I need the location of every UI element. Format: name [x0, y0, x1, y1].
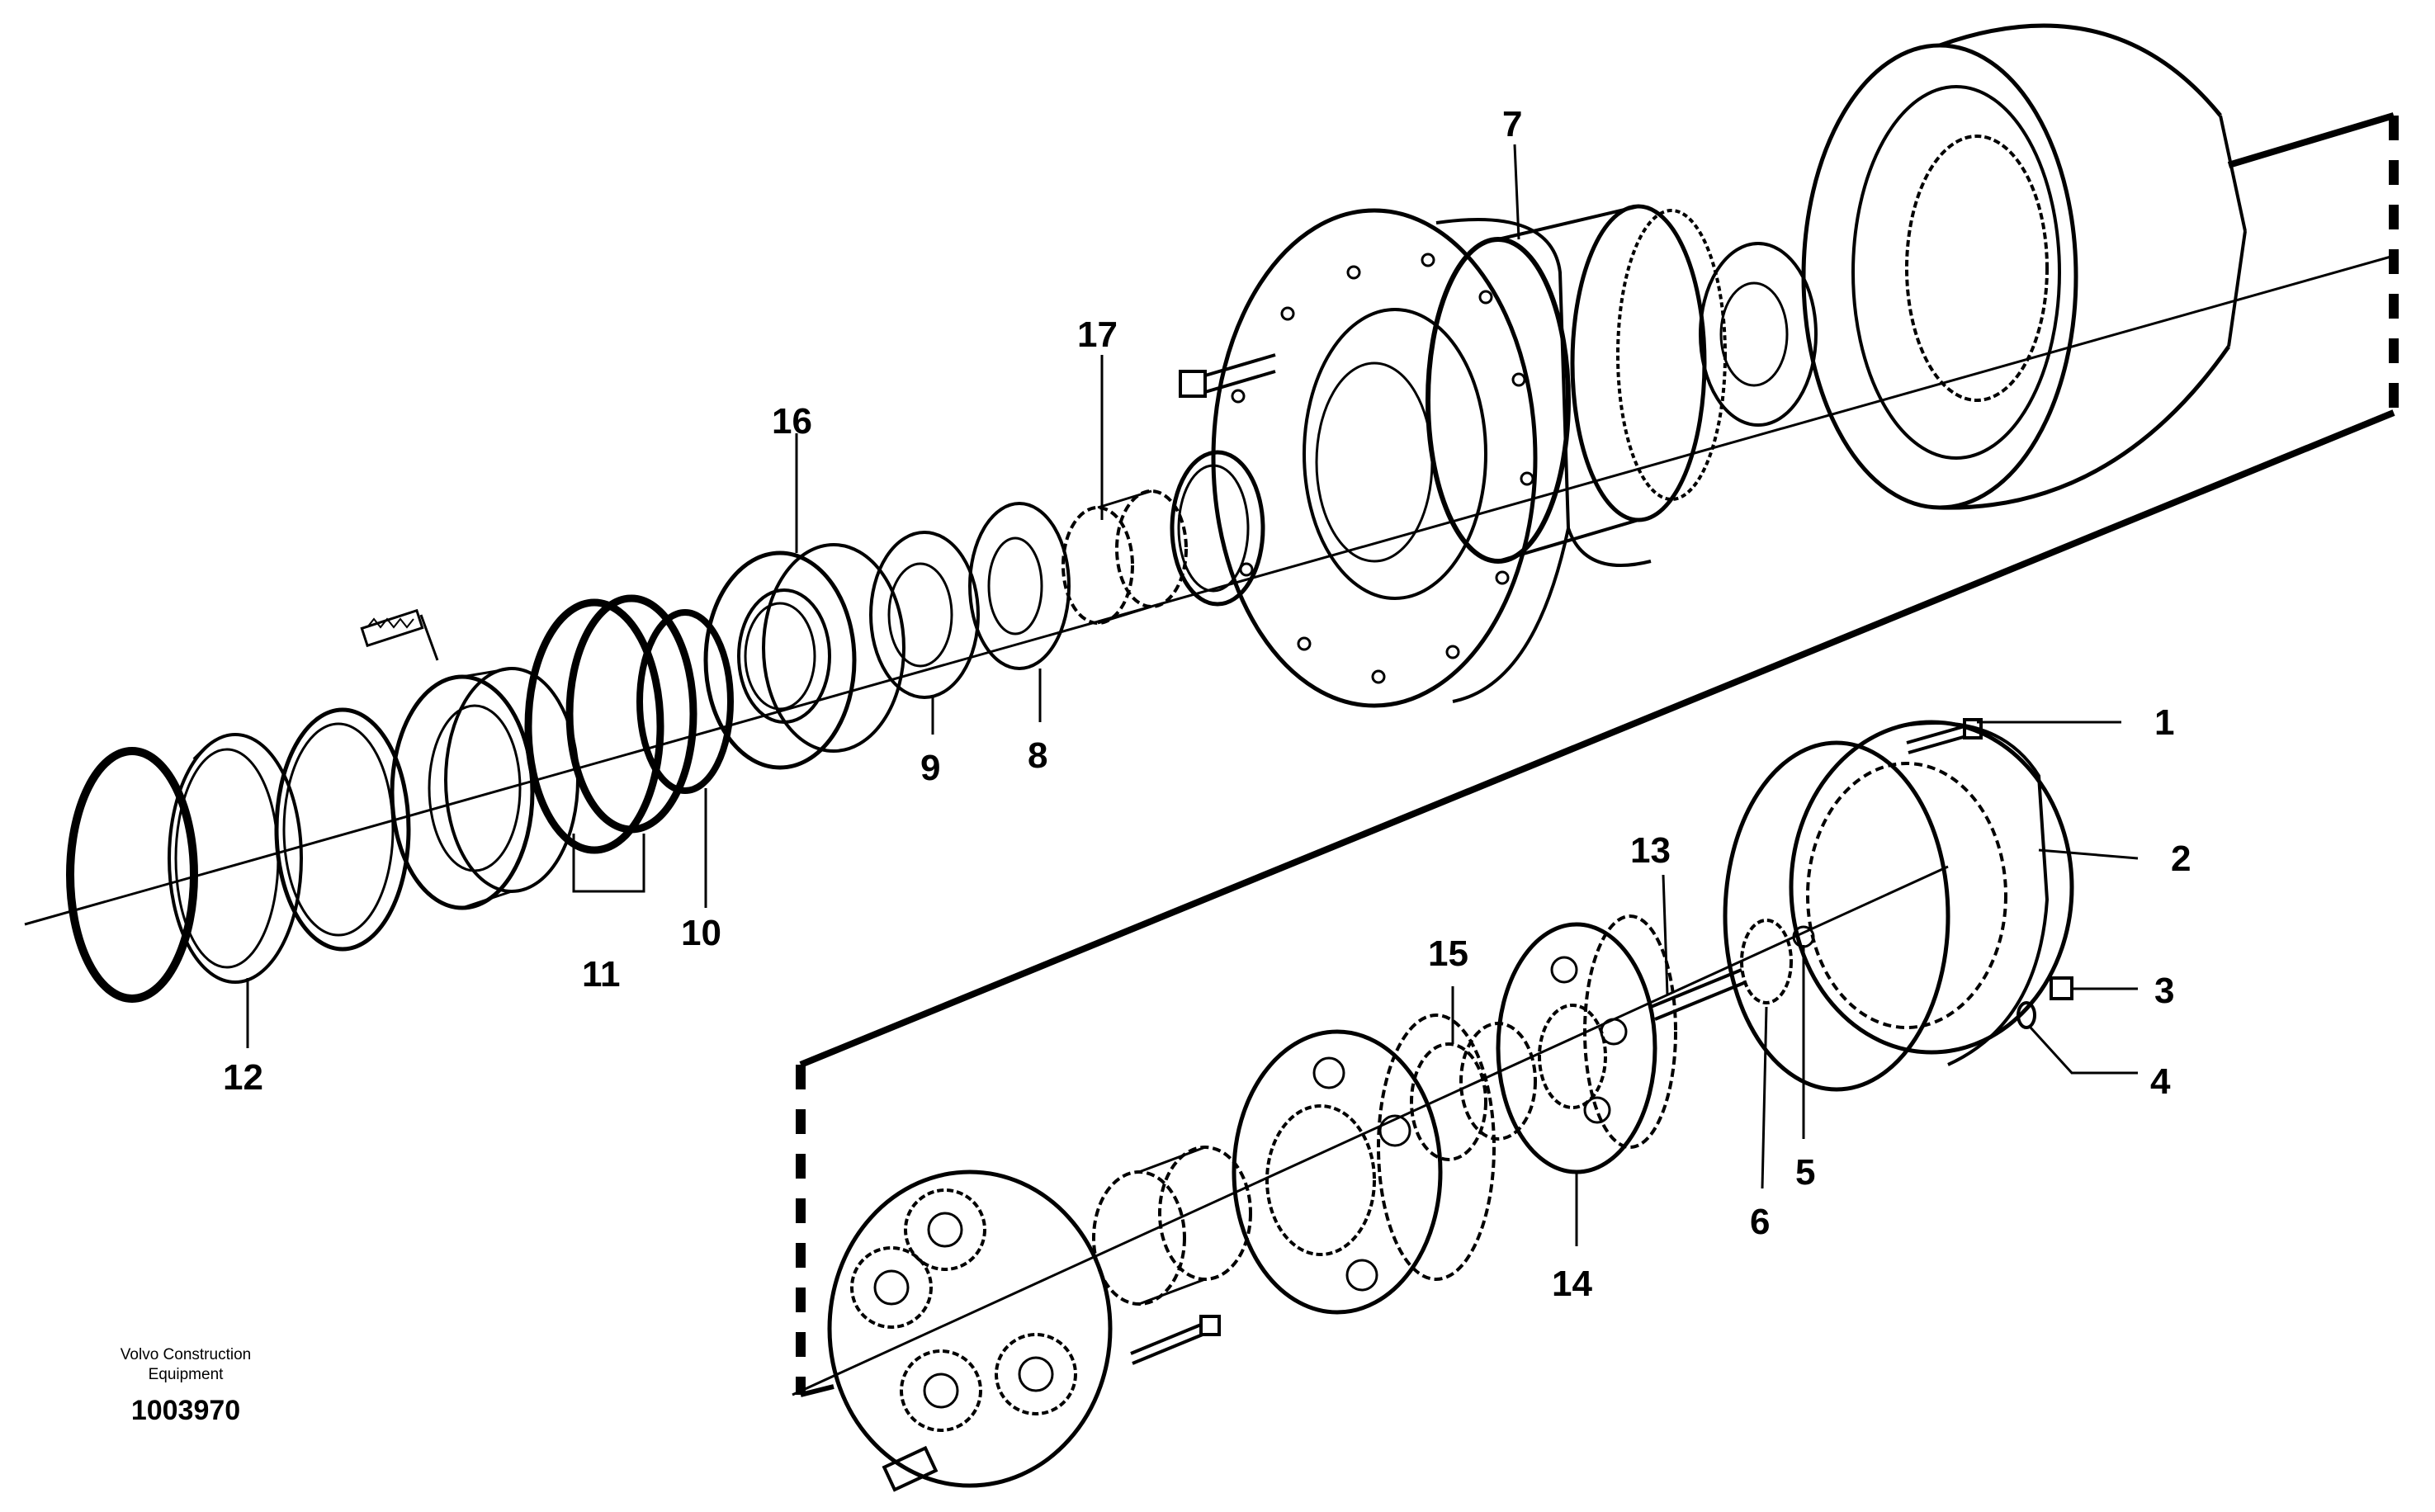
part-12-retaining-ring	[168, 733, 303, 984]
callout-15: 15	[1428, 933, 1468, 974]
callout-13: 13	[1630, 830, 1671, 871]
planet-carrier-1	[827, 1169, 1113, 1488]
planet-carrier-2	[1232, 1014, 1496, 1315]
callout-4: 4	[2150, 1061, 2171, 1102]
part-17-gear	[1061, 489, 1188, 625]
callout-16: 16	[772, 401, 812, 442]
drive-housing-drum	[1801, 23, 2247, 510]
wheel-hub	[1211, 208, 1652, 708]
seal-ring	[274, 707, 411, 952]
part-8-washer	[968, 502, 1071, 670]
part-1-bolt	[1906, 718, 1983, 754]
credit-line-2: Equipment	[148, 1366, 224, 1383]
callout-8: 8	[1028, 735, 1047, 776]
lower-axis-line	[792, 865, 1949, 1396]
callout-1: 1	[2154, 702, 2174, 743]
upper-dashed-boundary	[799, 112, 2399, 1068]
part-10-ring	[636, 609, 734, 794]
callout-6: 6	[1750, 1202, 1770, 1242]
sun-gear-1	[1092, 1146, 1252, 1306]
callout-17: 17	[1077, 314, 1118, 355]
part-9-washer	[869, 531, 980, 699]
part-2-cover	[1789, 720, 2074, 1066]
callout-14: 14	[1552, 1264, 1592, 1304]
callout-5: 5	[1795, 1152, 1815, 1193]
callout-2: 2	[2171, 839, 2191, 879]
callout-12: 12	[223, 1057, 263, 1098]
carrier-pin	[882, 1445, 939, 1492]
callout-11: 11	[582, 954, 621, 995]
spring-plug	[360, 608, 439, 661]
leader-lines	[246, 144, 2139, 1246]
part-11-rings	[524, 594, 697, 854]
credit-line-1: Volvo Construction	[120, 1346, 252, 1363]
lower-dashed-boundary	[796, 1065, 835, 1397]
callout-9: 9	[920, 748, 940, 788]
callout-labels: 1 2 3 4 5 6 7 8 9 10 11 12 13 14 15 16 1…	[223, 104, 2191, 1304]
hub-bolt	[1179, 353, 1276, 398]
callout-7: 7	[1502, 104, 1522, 144]
part-6-o-ring	[1723, 740, 1950, 1092]
part-12-snap-ring	[66, 747, 198, 1003]
thrust-washer	[1699, 242, 1818, 427]
carrier-bolt	[1130, 1315, 1221, 1365]
publisher-credit: Volvo Construction Equipment 1003970	[91, 1345, 281, 1427]
part-16-seal	[703, 543, 905, 770]
drawing-reference-number: 1003970	[130, 1395, 241, 1426]
part-4-washer	[2017, 1001, 2036, 1029]
callout-10: 10	[681, 913, 721, 953]
part-3-plug	[2050, 976, 2073, 1000]
callout-3: 3	[2154, 971, 2174, 1011]
bearing-housing	[390, 667, 579, 910]
hub-seal-ring	[1170, 450, 1265, 607]
